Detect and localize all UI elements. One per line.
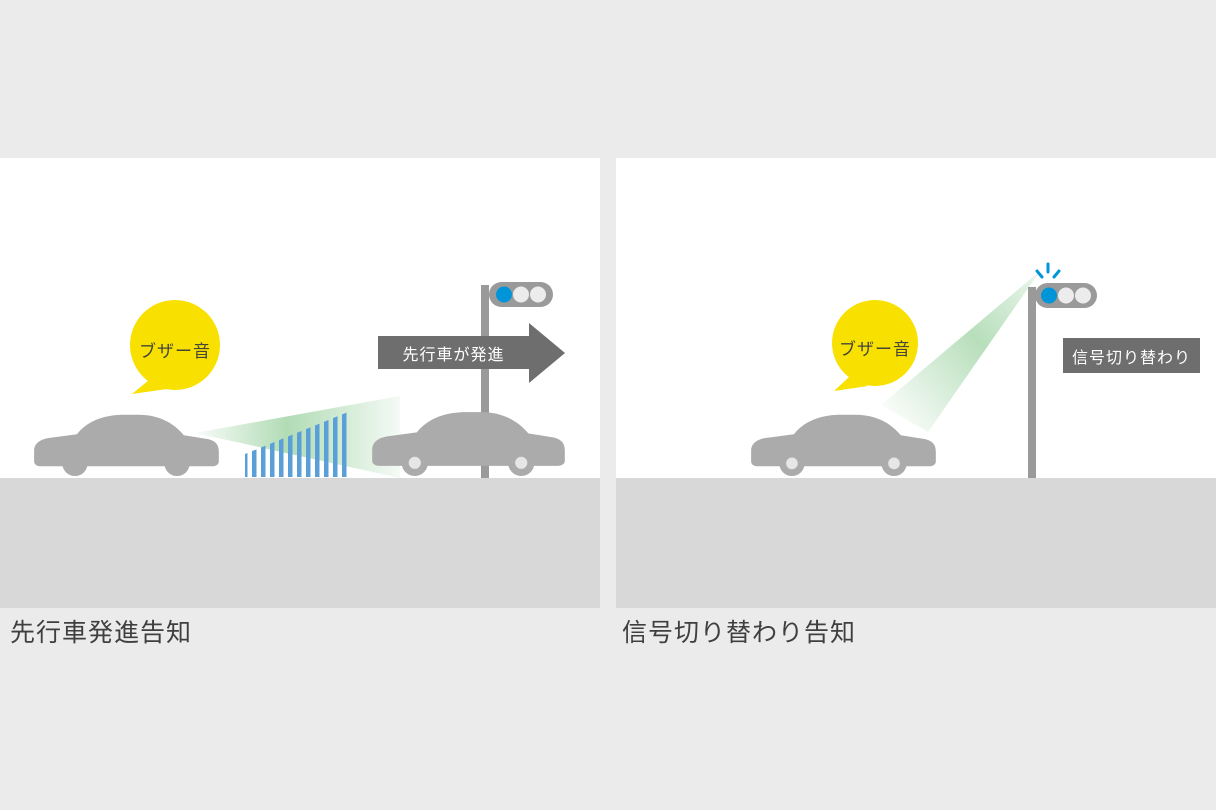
panel-signal-change: ブザー音 信号切り替わり	[616, 158, 1216, 608]
signal-change-label: 信号切り替わり	[1063, 338, 1200, 373]
panel-leading-vehicle-departure: ブザー音 先行車が発進	[0, 158, 600, 608]
road-ground	[0, 478, 600, 608]
own-car-icon	[751, 414, 936, 477]
signal-lamp-off-1	[513, 286, 529, 303]
own-car-icon	[34, 414, 219, 477]
signal-pole	[1028, 287, 1036, 478]
signal-housing	[1035, 283, 1097, 308]
signal-lamp-off-1	[1058, 287, 1074, 304]
signal-lamp-off-2	[530, 286, 546, 303]
signal-lamp-off-2	[1075, 287, 1091, 304]
road-ground	[616, 478, 1216, 608]
blink-marks-icon	[1035, 262, 1061, 279]
radar-wave-stripes-icon	[245, 412, 348, 477]
signal-lamp-green	[496, 286, 512, 303]
buzzer-sound-label: ブザー音	[139, 342, 211, 361]
signal-pole	[481, 285, 489, 478]
caption-leading-vehicle-departure: 先行車発進告知	[10, 619, 193, 647]
caption-signal-change: 信号切り替わり告知	[622, 619, 857, 647]
depart-arrow-head-icon	[529, 322, 565, 383]
buzzer-sound-label: ブザー音	[839, 340, 911, 359]
depart-arrow-label: 先行車が発進	[378, 336, 529, 369]
sensor-cone	[195, 396, 400, 478]
signal-lamp-green	[1041, 287, 1057, 304]
signal-housing	[489, 282, 553, 307]
depart-arrow: 先行車が発進	[378, 322, 565, 383]
leading-car-icon	[372, 412, 565, 476]
